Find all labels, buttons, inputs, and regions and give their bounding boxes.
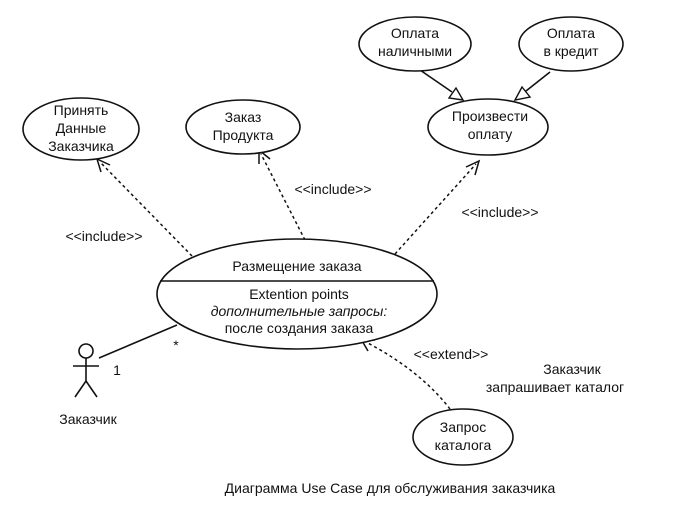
- include-label-accept-data: <<include>>: [65, 228, 142, 244]
- usecase-label: Принять: [54, 102, 109, 118]
- usecase-label: оплату: [468, 126, 513, 142]
- multiplicity-actor: 1: [113, 362, 121, 378]
- usecase-place-order[interactable]: Размещение заказа Extention points допол…: [156, 238, 438, 350]
- usecase-credit-payment[interactable]: Оплата в кредит: [518, 16, 624, 72]
- usecase-label: Оплата: [547, 25, 595, 41]
- diagram-caption: Диаграмма Use Case для обслуживания зака…: [225, 480, 556, 496]
- usecase-label: в кредит: [543, 43, 599, 59]
- usecase-label: Произвести: [452, 108, 528, 124]
- usecase-cash-payment[interactable]: Оплата наличными: [358, 16, 472, 72]
- usecase-make-payment[interactable]: Произвести оплату: [427, 98, 549, 156]
- extension-point-1: дополнительные запросы:: [211, 303, 388, 319]
- usecase-title: Размещение заказа: [232, 258, 361, 274]
- stick-figure-icon: [73, 343, 99, 398]
- include-label-make-payment: <<include>>: [461, 204, 538, 220]
- usecase-label: Оплата: [391, 25, 439, 41]
- usecase-label: наличными: [378, 43, 452, 59]
- actor-customer[interactable]: Заказчик: [59, 343, 118, 427]
- extend-condition-line-2: запрашивает каталог: [486, 379, 624, 395]
- usecase-order-product[interactable]: Заказ Продукта: [185, 99, 301, 155]
- usecase-label: Заказ: [225, 109, 262, 125]
- multiplicity-usecase: *: [173, 337, 179, 353]
- extend-condition-line-1: Заказчик: [543, 361, 601, 377]
- extension-points-title: Extention points: [249, 286, 349, 302]
- usecase-label: Продукта: [213, 127, 274, 143]
- extend-label: <<extend>>: [414, 346, 489, 362]
- usecase-label: Данные: [56, 120, 107, 136]
- generalization-cash-payment: [419, 69, 465, 101]
- usecase-catalog-request[interactable]: Запрос каталога: [412, 408, 514, 466]
- include-arrow-make-payment: [394, 159, 481, 255]
- usecase-accept-customer-data[interactable]: Принять Данные Заказчика: [22, 97, 140, 161]
- actor-association-line: [98, 324, 178, 359]
- usecase-label: каталога: [435, 437, 492, 453]
- usecase-label: Заказчика: [48, 138, 114, 154]
- actor-name: Заказчик: [59, 411, 117, 427]
- usecase-label: Запрос: [440, 419, 486, 435]
- extension-point-2: после создания заказа: [225, 320, 374, 336]
- include-label-order-product: <<include>>: [294, 181, 371, 197]
- generalization-credit-payment: [513, 71, 551, 101]
